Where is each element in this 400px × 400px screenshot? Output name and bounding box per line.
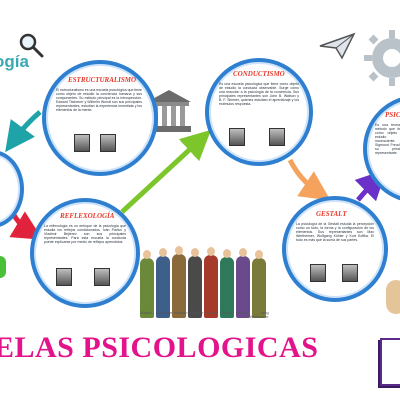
figure-name: Jung <box>260 310 269 315</box>
estructuralismo-title: ESTRUCTURALISMO <box>68 76 137 84</box>
figure <box>220 257 234 318</box>
conductismo-circle[interactable]: CONDUCTISMO Es una escuela psicológica q… <box>205 58 313 166</box>
gestalt-title: GESTALT <box>316 210 347 218</box>
arrow-orange <box>287 158 331 201</box>
gestalt-circle[interactable]: GESTALT La psicología de la Gestalt estu… <box>282 196 388 302</box>
figure-head <box>239 248 247 257</box>
magnifier-icon <box>19 33 44 58</box>
figure-head <box>255 250 263 259</box>
figure <box>188 256 202 318</box>
conductismo-text: Es una escuela psicológica que tiene com… <box>219 82 299 107</box>
figure-head <box>159 248 167 257</box>
figure-name: Freud <box>222 310 233 315</box>
portrait-photo <box>342 264 358 282</box>
figure-name: Wundt <box>140 310 152 315</box>
reflexologia-circle[interactable]: REFLEXOLOGÍA La reflexología es un enfoq… <box>30 198 140 308</box>
partial-title-word: ogía <box>0 52 29 71</box>
gear-icon <box>364 30 400 86</box>
main-banner-title: ELAS PSICOLOGICAS <box>0 331 319 364</box>
brain-shape <box>386 280 400 314</box>
psicoanalisis-text: Es una teoría y método que tiene como ob… <box>375 123 400 156</box>
reflexologia-text: La reflexología es un enfoque de la psic… <box>44 224 126 245</box>
arrow-purple <box>354 169 387 202</box>
portrait-photo <box>229 128 245 146</box>
portrait-photo <box>310 264 326 282</box>
arrow-green <box>120 129 212 214</box>
figure-name: Watson <box>174 310 188 315</box>
psychologists-group-image: Wundt Titchener Watson Skinner Pavlov Fr… <box>136 222 270 319</box>
green-shape <box>0 256 6 278</box>
reflexologia-title: REFLEXOLOGÍA <box>60 212 115 220</box>
portrait-photo <box>94 268 110 286</box>
figure <box>252 258 266 318</box>
figure <box>236 256 250 318</box>
estructuralismo-text: El estructuralismo es una escuela psicol… <box>56 88 142 113</box>
figure-head <box>191 248 199 257</box>
figure-name: Wertheimer <box>248 314 269 319</box>
portrait-photo <box>56 268 72 286</box>
figure-head <box>143 250 151 259</box>
figure-head <box>175 246 183 255</box>
figure <box>156 256 170 318</box>
figure <box>204 255 218 318</box>
figure-name: Köhler <box>236 310 248 315</box>
figure-head <box>207 247 215 256</box>
figure <box>140 258 154 318</box>
book-thumbnail <box>380 338 400 386</box>
paper-plane-icon <box>319 32 356 60</box>
portrait-photo <box>100 134 116 152</box>
arrow-teal <box>5 110 42 153</box>
psicoanalisis-title: PSICO <box>385 111 400 119</box>
figure-head <box>223 249 231 258</box>
figure-name: Titchener <box>156 310 173 315</box>
portrait-photo <box>269 128 285 146</box>
figure <box>172 254 186 318</box>
portrait-photo <box>74 134 90 152</box>
gestalt-text: La psicología de la Gestalt estudia la p… <box>296 222 374 243</box>
conductismo-title: CONDUCTISMO <box>233 70 285 78</box>
figure-name: Pavlov <box>206 310 219 315</box>
estructuralismo-circle[interactable]: ESTRUCTURALISMO El estructuralismo es un… <box>42 60 158 176</box>
figure-name: Skinner <box>190 310 204 315</box>
